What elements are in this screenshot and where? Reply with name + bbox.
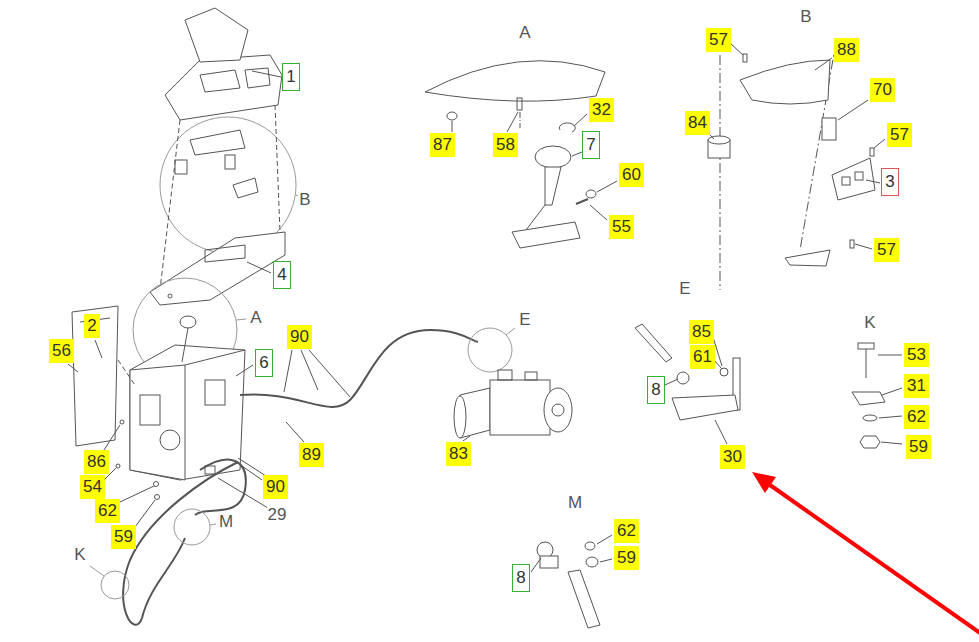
section-letter: B [298, 190, 311, 210]
callout-number: 53 [904, 343, 929, 367]
callout-number: 57 [706, 28, 731, 52]
callout-number: 61 [690, 345, 715, 369]
callout-text: 83 [449, 444, 468, 464]
callout-number: 54 [80, 475, 105, 499]
callout-text: 62 [98, 501, 117, 521]
callout-number: 7 [582, 131, 600, 159]
callout-text: 2 [87, 316, 96, 336]
callout-number: 83 [446, 442, 471, 466]
callout-number: 57 [874, 238, 899, 262]
callout-text: 4 [277, 265, 286, 285]
section-letter: M [567, 493, 583, 513]
callout-text: 3 [885, 172, 894, 192]
callout-number: 90 [287, 325, 312, 349]
callout-text: 53 [907, 345, 926, 365]
callout-text: 59 [617, 548, 636, 568]
callout-text: 56 [52, 341, 71, 361]
callout-text: 8 [651, 380, 660, 400]
callout-number: 70 [870, 78, 895, 102]
callout-number: 56 [49, 339, 74, 363]
callout-text: 86 [87, 452, 106, 472]
callout-number: 89 [299, 443, 324, 467]
callout-number: 84 [685, 111, 710, 135]
callout-text: 31 [907, 376, 926, 396]
callout-text: 55 [612, 217, 631, 237]
callout-text: 32 [592, 100, 611, 120]
callout-number: 62 [95, 499, 120, 523]
callout-text: 59 [909, 437, 928, 457]
callout-number: 3 [881, 168, 899, 196]
callout-text: 62 [617, 521, 636, 541]
callout-number: 62 [614, 519, 639, 543]
callout-text: 8 [516, 568, 525, 588]
callout-number: 32 [589, 98, 614, 122]
callout-number: 29 [267, 505, 288, 525]
callout-number: 85 [689, 320, 714, 344]
callout-number: 6 [255, 349, 273, 377]
callout-text: 90 [266, 477, 285, 497]
callout-text: 87 [433, 135, 452, 155]
callout-text: 30 [723, 447, 742, 467]
callout-text: 1 [286, 67, 295, 87]
callout-number: 86 [84, 450, 109, 474]
callout-number: 8 [647, 376, 665, 404]
section-letter: E [678, 279, 691, 299]
callout-text: 88 [837, 40, 856, 60]
leader-lines [68, 44, 902, 572]
callout-number: 62 [904, 405, 929, 429]
section-letter: M [218, 512, 234, 532]
callout-text: 6 [259, 353, 268, 373]
callout-number: 55 [609, 215, 634, 239]
callout-number: 60 [619, 163, 644, 187]
callout-number: 57 [887, 123, 912, 147]
callout-text: 57 [709, 30, 728, 50]
callout-text: 57 [877, 240, 896, 260]
section-letter: B [799, 7, 812, 27]
callout-text: 57 [890, 125, 909, 145]
callout-text: 85 [692, 322, 711, 342]
callout-number: 59 [111, 525, 136, 549]
callout-number: 8 [512, 564, 530, 592]
callout-number: 90 [263, 475, 288, 499]
callout-text: 58 [496, 135, 515, 155]
callout-text: 60 [622, 165, 641, 185]
section-letter: A [249, 308, 262, 328]
callout-number: 1 [282, 63, 300, 91]
callout-number: 59 [906, 435, 931, 459]
callout-text: 89 [302, 445, 321, 465]
callout-number: 88 [834, 38, 859, 62]
callout-text: 59 [114, 527, 133, 547]
pointer-arrow [752, 472, 979, 640]
callout-number: 2 [84, 314, 100, 338]
section-letter: E [518, 310, 531, 330]
callout-number: 87 [430, 133, 455, 157]
callout-number: 4 [273, 261, 291, 289]
section-letter: A [518, 23, 531, 43]
callout-text: 62 [907, 407, 926, 427]
callout-text: 70 [873, 80, 892, 100]
callout-text: 84 [688, 113, 707, 133]
callout-number: 31 [904, 374, 929, 398]
callout-text: 90 [290, 327, 309, 347]
section-letter: K [863, 313, 876, 333]
callout-number: 30 [720, 445, 745, 469]
callout-number: 58 [493, 133, 518, 157]
callout-number: 59 [614, 546, 639, 570]
callout-text: 54 [83, 477, 102, 497]
callout-text: 7 [586, 135, 595, 155]
section-letter: K [73, 545, 86, 565]
callout-text: 61 [693, 347, 712, 367]
